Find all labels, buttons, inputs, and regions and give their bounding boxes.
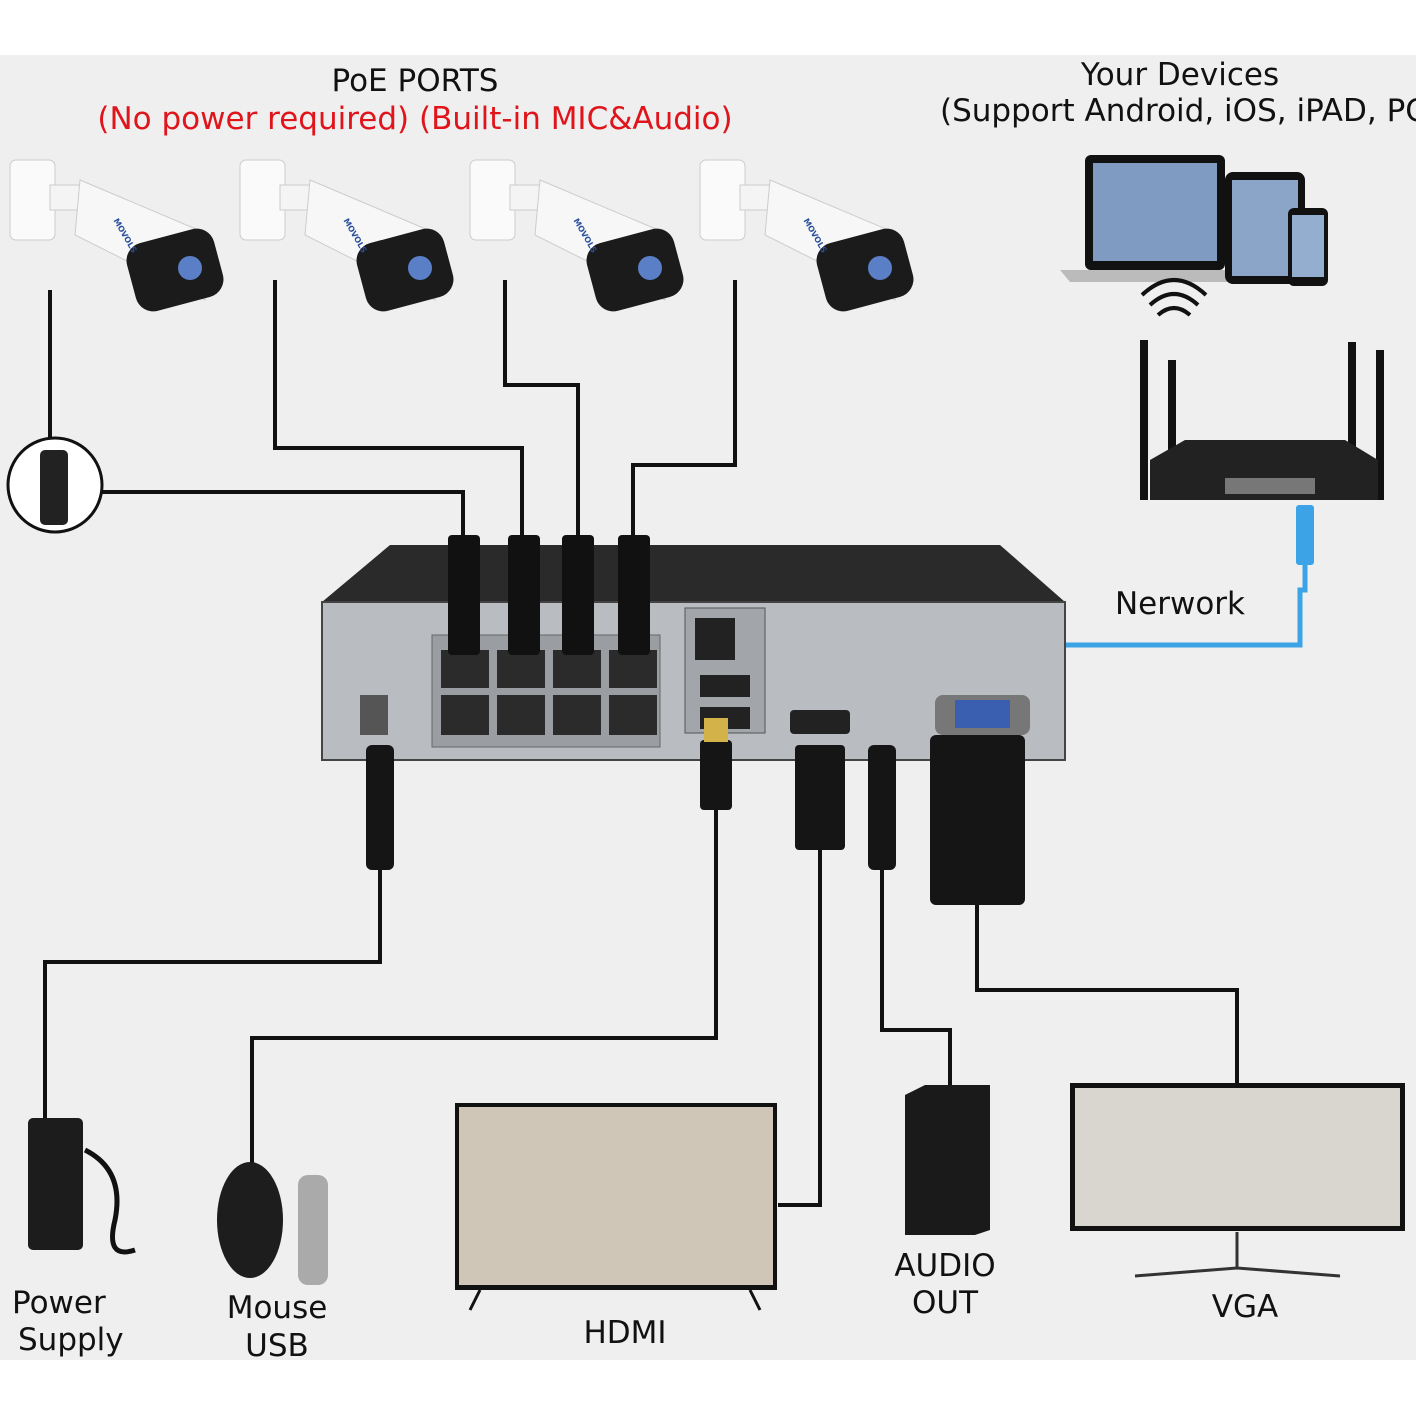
hdmi-port [790, 710, 850, 734]
power-jack [360, 695, 388, 735]
poe-ports-subtitle: (No power required) (Built-in MIC&Audio) [97, 101, 733, 137]
camera-1: MOVOLS [9, 159, 224, 312]
usb-port-1 [700, 675, 750, 697]
mouse-and-usb-drive [217, 1162, 328, 1285]
rj45-connector-icon [40, 450, 68, 525]
cable-vga [975, 905, 1239, 1085]
output-cables [43, 810, 1239, 1207]
audio-label: AUDIO [894, 1248, 996, 1284]
vga-label: VGA [1211, 1289, 1279, 1325]
cable-hdmi [778, 850, 822, 1207]
cable-audio [880, 870, 952, 1095]
poe-ports [441, 650, 657, 735]
router [1140, 340, 1384, 500]
cable-camera-2 [273, 280, 524, 540]
speaker [905, 1085, 990, 1235]
lan-port [695, 618, 735, 660]
cable-usb [250, 810, 718, 1170]
devices-subtitle: (Support Android, iOS, iPAD, PC) [940, 93, 1416, 129]
power-supply-label-line1: Power [12, 1285, 106, 1321]
camera-2: MOVOLS [239, 159, 454, 312]
poe-plugs [448, 535, 650, 655]
cable-camera-3 [503, 280, 580, 540]
nvr-recorder [321, 535, 1066, 761]
camera-group: MOVOLS MOVOLS MOVOLS MOVOLS [9, 159, 914, 312]
cable-camera-4 [631, 280, 737, 540]
cable-power [43, 870, 382, 1120]
client-devices [1060, 155, 1328, 286]
vga-monitor [1070, 1083, 1405, 1278]
audio-out-label: OUT [911, 1285, 979, 1321]
mouse-label: Mouse [226, 1290, 328, 1326]
usb-label: USB [245, 1328, 309, 1364]
devices-title: Your Devices [1080, 57, 1280, 93]
network-label: Nerwork [1114, 586, 1246, 622]
output-plugs [366, 718, 1025, 905]
network-plug [1296, 505, 1314, 565]
hdmi-tv [455, 1103, 777, 1311]
wifi-icon [1140, 278, 1208, 317]
poe-ports-title: PoE PORTS [331, 63, 499, 99]
power-adapter [28, 1118, 136, 1255]
hdmi-label: HDMI [583, 1315, 667, 1351]
power-supply-label-line2: Supply [18, 1322, 124, 1358]
camera-3: MOVOLS [469, 159, 684, 312]
camera-4: MOVOLS [699, 159, 914, 312]
